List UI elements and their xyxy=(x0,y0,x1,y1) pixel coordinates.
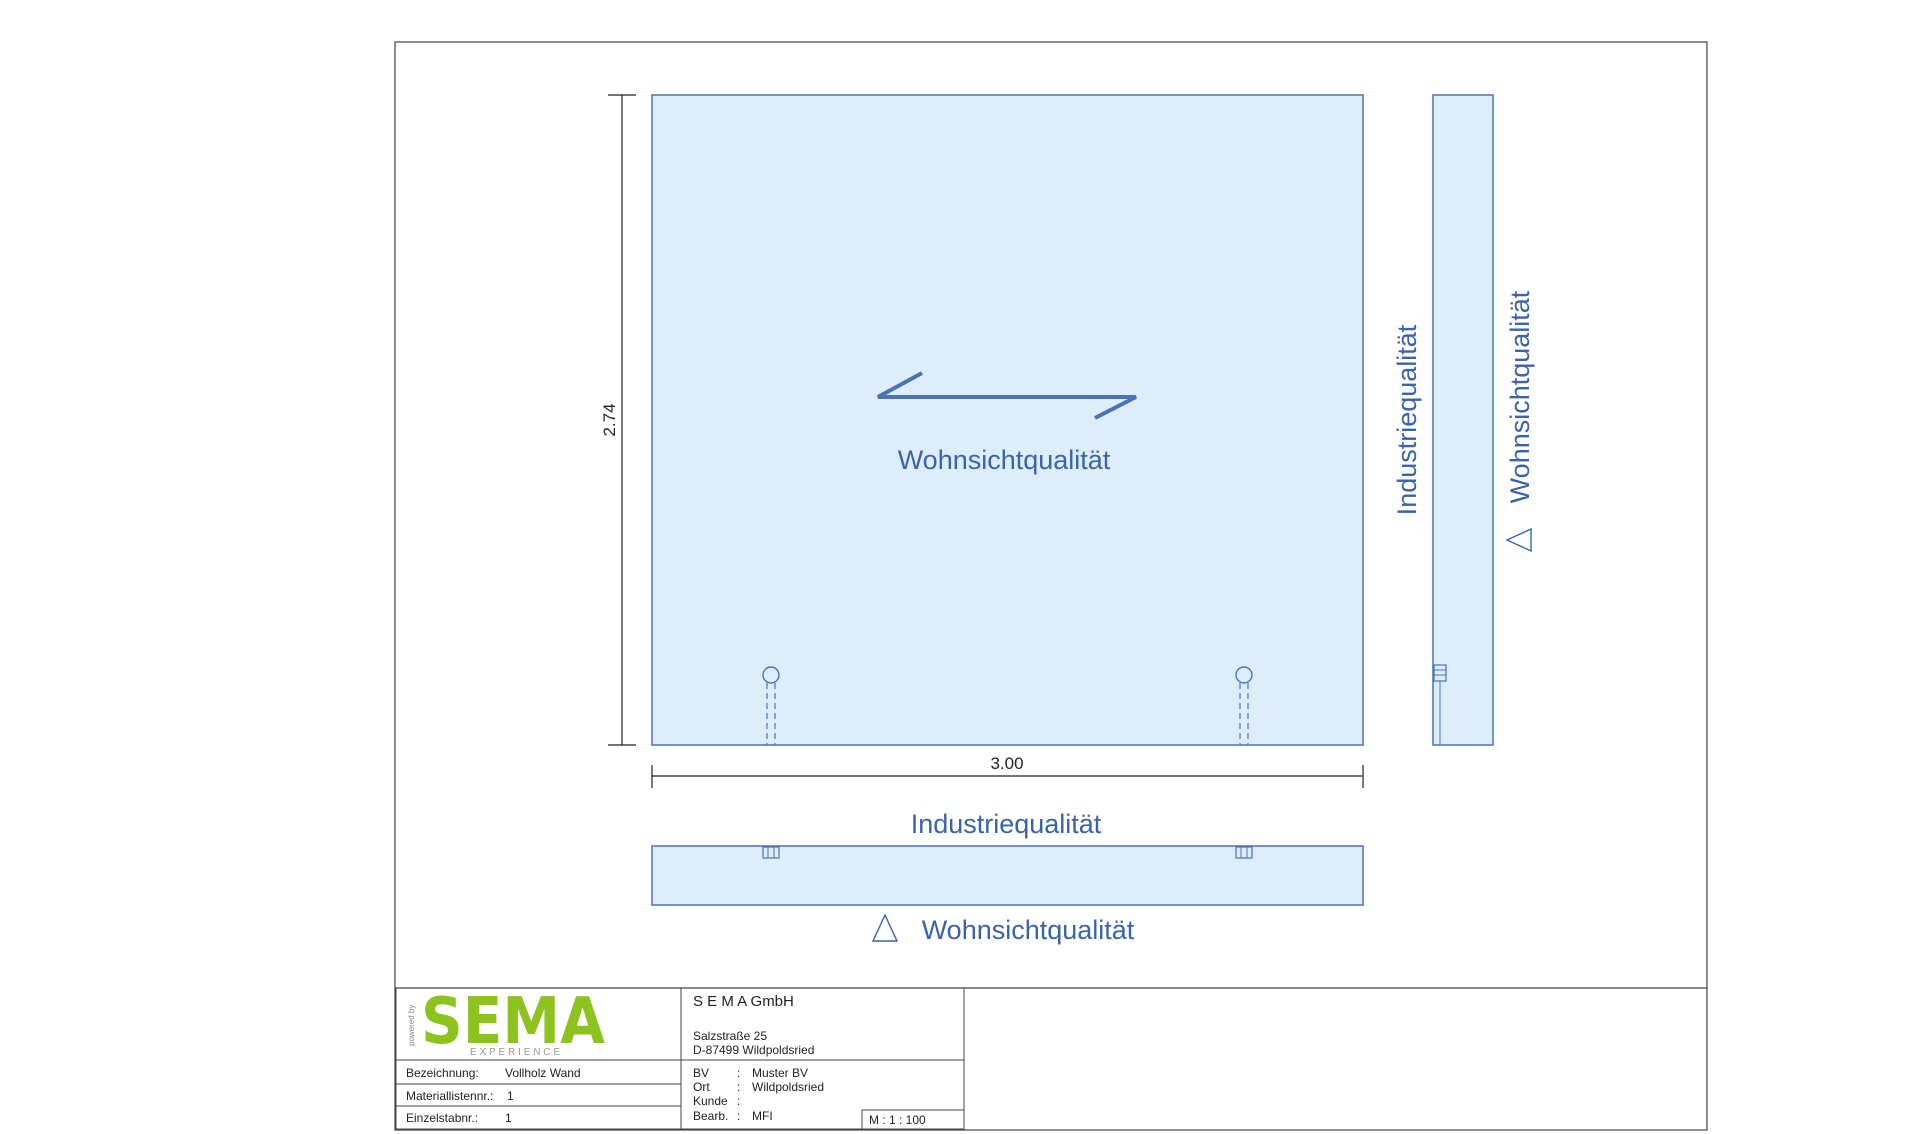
bottom-bottom-label: Wohnsichtqualität xyxy=(922,915,1135,945)
bv-value: Muster BV xyxy=(752,1066,808,1080)
materialliste-value: 1 xyxy=(507,1089,514,1103)
sema-logo: powered by SEMA EXPERIENCE xyxy=(407,985,605,1059)
sheet-border xyxy=(394,41,1708,1131)
bottom-connector-left xyxy=(762,846,780,859)
front-surface-label: Wohnsichtqualität xyxy=(898,445,1111,475)
bottom-visible-face-triangle xyxy=(871,913,899,942)
kunde-sep: : xyxy=(737,1094,740,1108)
bearb-sep: : xyxy=(737,1109,740,1123)
bottom-panel xyxy=(651,845,1364,906)
einzelstab-value: 1 xyxy=(505,1111,512,1125)
logo-powered-by: powered by xyxy=(407,1005,416,1046)
company-city: D-87499 Wildpoldsried xyxy=(693,1043,814,1057)
bv-sep: : xyxy=(737,1066,740,1080)
height-dimension: 2.74 xyxy=(600,94,636,746)
connector-right xyxy=(1235,666,1253,745)
bezeichnung-value: Vollholz Wand xyxy=(505,1066,581,1080)
logo-tagline: EXPERIENCE xyxy=(470,1047,560,1058)
bottom-connector-right xyxy=(1235,846,1253,859)
connector-left xyxy=(762,666,780,745)
kunde-label: Kunde xyxy=(693,1094,728,1108)
materialliste-label: Materiallistennr.: xyxy=(406,1089,493,1103)
scale-label: M : 1 : 100 xyxy=(869,1113,926,1127)
einzelstab-label: Einzelstabnr.: xyxy=(406,1111,478,1125)
bearb-label: Bearb. xyxy=(693,1109,728,1123)
side-right-label: Wohnsichtqualität xyxy=(1505,290,1535,503)
side-panel xyxy=(1432,94,1494,746)
bearb-value: MFI xyxy=(752,1109,773,1123)
ort-value: Wildpoldsried xyxy=(752,1080,824,1094)
grain-direction-arrow xyxy=(877,371,1137,420)
bezeichnung-label: Bezeichnung: xyxy=(406,1066,479,1080)
side-left-label: Industriequalität xyxy=(1392,324,1422,515)
front-panel xyxy=(651,94,1364,746)
bottom-top-label: Industriequalität xyxy=(911,809,1102,839)
side-view: Industriequalität Wohnsichtqualität xyxy=(1392,94,1535,746)
front-view: Wohnsichtqualität xyxy=(651,94,1364,746)
company-street: Salzstraße 25 xyxy=(693,1029,767,1043)
ort-label: Ort xyxy=(693,1080,710,1094)
ort-sep: : xyxy=(737,1080,740,1094)
bottom-view: Industriequalität Wohnsichtqualität xyxy=(651,809,1364,945)
company-name: S E M A GmbH xyxy=(693,993,794,1010)
width-dimension: 3.00 xyxy=(651,754,1364,788)
logo-brand: SEMA xyxy=(421,985,605,1059)
side-visible-face-triangle xyxy=(1505,527,1532,553)
bv-label: BV xyxy=(693,1066,709,1080)
width-dimension-label: 3.00 xyxy=(990,754,1023,773)
side-connector xyxy=(1433,664,1447,745)
height-dimension-label: 2.74 xyxy=(600,403,619,436)
title-block: powered by SEMA EXPERIENCE S E M A GmbH … xyxy=(395,985,965,1130)
